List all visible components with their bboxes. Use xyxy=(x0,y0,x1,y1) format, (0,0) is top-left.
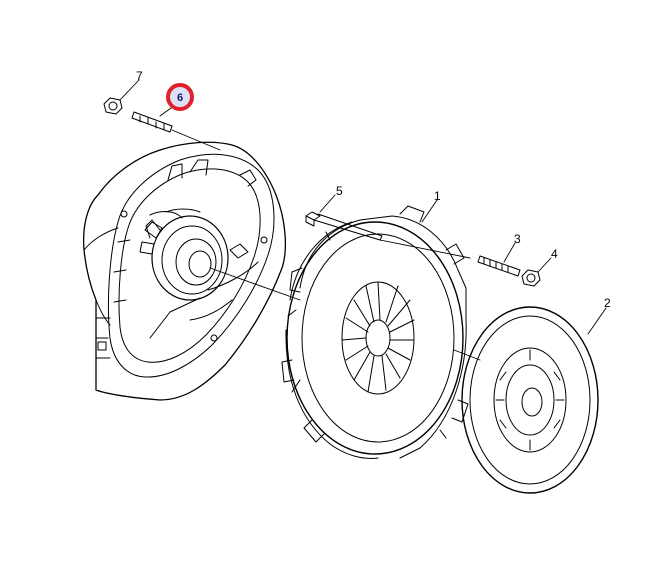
stud-3 xyxy=(477,255,521,277)
callout-1: 1 xyxy=(434,189,441,203)
callout-3: 3 xyxy=(514,232,521,246)
nut-7 xyxy=(103,97,123,115)
release-bearing xyxy=(139,208,229,301)
stud-6 xyxy=(131,111,173,133)
bell-housing xyxy=(82,141,286,401)
leader-lines xyxy=(119,79,607,361)
nut-4 xyxy=(521,269,541,287)
pressure-plate xyxy=(281,205,469,459)
clutch-disc xyxy=(461,306,599,494)
callout-4: 4 xyxy=(551,247,558,261)
callout-5: 5 xyxy=(336,184,343,198)
callout-6-highlight[interactable]: 6 xyxy=(166,83,194,111)
callout-7: 7 xyxy=(136,69,143,83)
bolt-5 xyxy=(305,211,383,241)
callouts: 1 2 3 4 5 7 6 xyxy=(136,69,611,310)
callout-2: 2 xyxy=(604,296,611,310)
callout-6: 6 xyxy=(177,92,183,104)
